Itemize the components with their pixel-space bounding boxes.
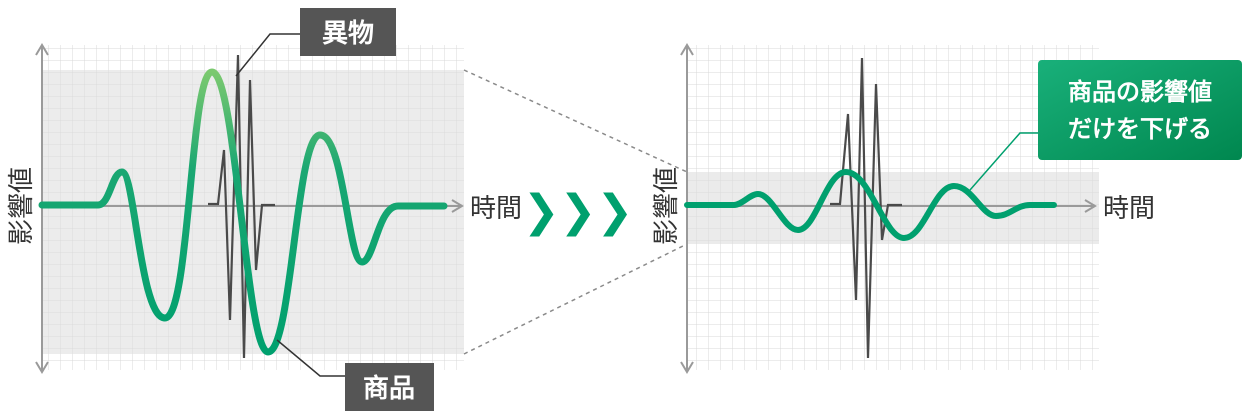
reduce-callout: 商品の影響値 だけを下げる (969, 60, 1242, 191)
foreign-label-box (300, 8, 396, 56)
right-x-axis-label: 時間 (1103, 194, 1155, 224)
reduce-callout-line1: 商品の影響値 (1068, 78, 1212, 106)
right-y-axis-label: 影響値 (652, 167, 682, 245)
product-label-text: 商品 (363, 373, 415, 404)
right-product-wave (684, 169, 1057, 241)
right-panel: 時間 影響値 商品の影響値 だけを下げる (652, 43, 1242, 374)
left-y-axis-label: 影響値 (7, 167, 37, 245)
left-panel: 時間 影響値 異物 商品 (7, 8, 522, 411)
foreign-label: 異物 (235, 8, 396, 77)
reduce-callout-line2: だけを下げる (1068, 115, 1212, 143)
right-y-axis (680, 43, 694, 374)
transition-arrow: ❯❯❯ (523, 186, 634, 237)
foreign-label-text: 異物 (322, 19, 374, 49)
zoom-connectors (463, 69, 688, 355)
reduce-callout-box (1038, 60, 1242, 160)
left-x-axis-label: 時間 (470, 194, 522, 224)
product-label: 商品 (276, 339, 434, 411)
product-label-box (345, 363, 434, 411)
left-product-wave (38, 68, 448, 356)
